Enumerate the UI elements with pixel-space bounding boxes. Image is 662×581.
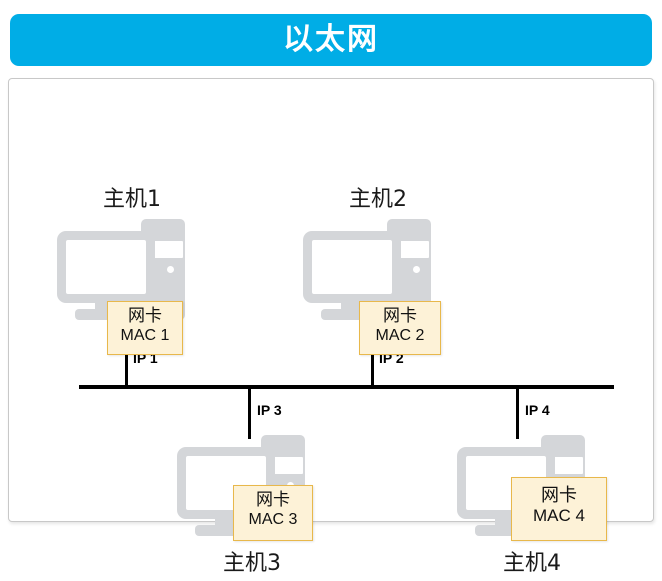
- nic-title-4: 网卡: [541, 485, 577, 506]
- monitor-neck: [495, 519, 517, 527]
- nic-card-2[interactable]: 网卡 MAC 2: [359, 301, 441, 355]
- tower-drive-slot-icon: [549, 457, 583, 474]
- nic-title-2: 网卡: [383, 306, 417, 326]
- monitor-base: [195, 525, 267, 536]
- host-node-4[interactable]: 网卡 MAC 4 主机4: [457, 431, 607, 581]
- computer-icon-4: 网卡 MAC 4: [457, 435, 607, 543]
- monitor-screen: [312, 240, 392, 294]
- drop-line-host2: [371, 331, 374, 387]
- monitor-neck: [341, 303, 363, 311]
- monitor-neck: [215, 519, 237, 527]
- nic-mac-4: MAC 4: [533, 506, 585, 526]
- monitor-icon: [177, 447, 275, 519]
- monitor-icon: [57, 231, 155, 303]
- header-banner: 以太网: [10, 14, 652, 66]
- ip-label-3: IP 3: [257, 402, 282, 418]
- monitor-icon: [303, 231, 401, 303]
- nic-mac-2: MAC 2: [375, 327, 425, 345]
- host-label-3: 主机3: [223, 551, 281, 576]
- computer-icon-1: 网卡 MAC 1: [57, 219, 207, 355]
- ip-label-4: IP 4: [525, 402, 550, 418]
- host-label-4: 主机4: [503, 551, 561, 576]
- drop-line-host4: [516, 387, 519, 439]
- host-node-1[interactable]: 主机1 网卡 MAC 1: [57, 187, 207, 355]
- nic-mac-1: MAC 1: [120, 327, 170, 345]
- drop-line-host1: [125, 331, 128, 387]
- computer-icon-3: 网卡 MAC 3: [177, 435, 327, 543]
- monitor-screen: [66, 240, 146, 294]
- host-label-2: 主机2: [349, 187, 407, 212]
- host-label-1: 主机1: [103, 187, 161, 212]
- page-title: 以太网: [283, 22, 379, 57]
- host-node-2[interactable]: 主机2 网卡 MAC 2: [303, 187, 453, 355]
- tower-power-button-icon: [413, 266, 420, 273]
- diagram-panel: IP 1 IP 2 IP 3 IP 4 主机1 网卡 MAC 1 主机2: [8, 78, 654, 575]
- tower-drive-slot-icon: [269, 457, 303, 474]
- monitor-base: [321, 309, 393, 320]
- tower-power-button-icon: [167, 266, 174, 273]
- host-node-3[interactable]: 网卡 MAC 3 主机3: [177, 431, 327, 581]
- nic-card-3[interactable]: 网卡 MAC 3: [233, 485, 313, 541]
- tower-drive-slot-icon: [149, 241, 183, 258]
- nic-card-1[interactable]: 网卡 MAC 1: [107, 301, 183, 355]
- ethernet-bus-line: [79, 385, 614, 389]
- nic-title-3: 网卡: [256, 490, 290, 510]
- monitor-neck: [95, 303, 117, 311]
- drop-line-host3: [248, 387, 251, 439]
- nic-title-1: 网卡: [128, 306, 162, 326]
- nic-mac-3: MAC 3: [248, 511, 298, 529]
- tower-drive-slot-icon: [395, 241, 429, 258]
- nic-card-4[interactable]: 网卡 MAC 4: [511, 477, 607, 541]
- computer-icon-2: 网卡 MAC 2: [303, 219, 453, 355]
